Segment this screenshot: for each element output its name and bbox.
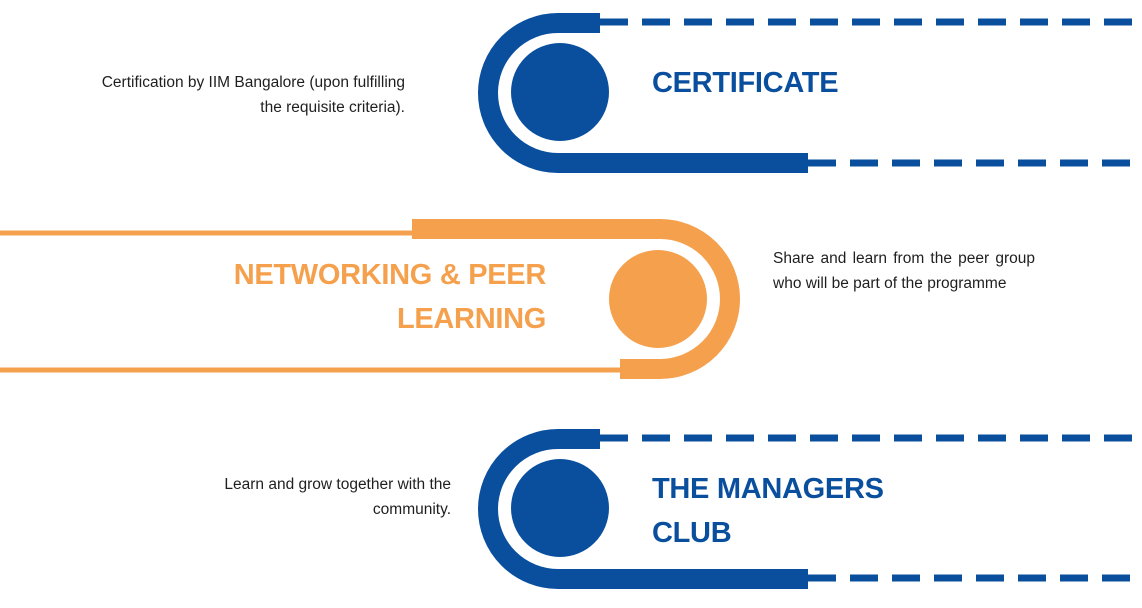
managers-club-circle-icon: [511, 459, 609, 557]
certificate-title: CERTIFICATE: [652, 67, 839, 99]
managers-club-title: THE MANAGERS CLUB: [652, 473, 884, 549]
certificate-description: Certification by IIM Bangalore (upon ful…: [101, 74, 405, 116]
certificate-u-curve: [478, 12, 808, 173]
managers-club-description: Learn and grow together with the communi…: [224, 476, 451, 518]
networking-u-curve: [412, 219, 740, 379]
networking-connector: [0, 219, 740, 379]
networking-title: NETWORKING & PEER LEARNING: [233, 259, 547, 335]
networking-circle-icon: [609, 250, 707, 348]
certificate-circle-icon: [511, 43, 609, 141]
managers-club-u-curve: [478, 429, 808, 589]
certificate-connector: [478, 12, 1142, 173]
managers-club-connector: [478, 429, 1142, 589]
networking-description: Share and learn from the peer group who …: [773, 250, 1035, 292]
